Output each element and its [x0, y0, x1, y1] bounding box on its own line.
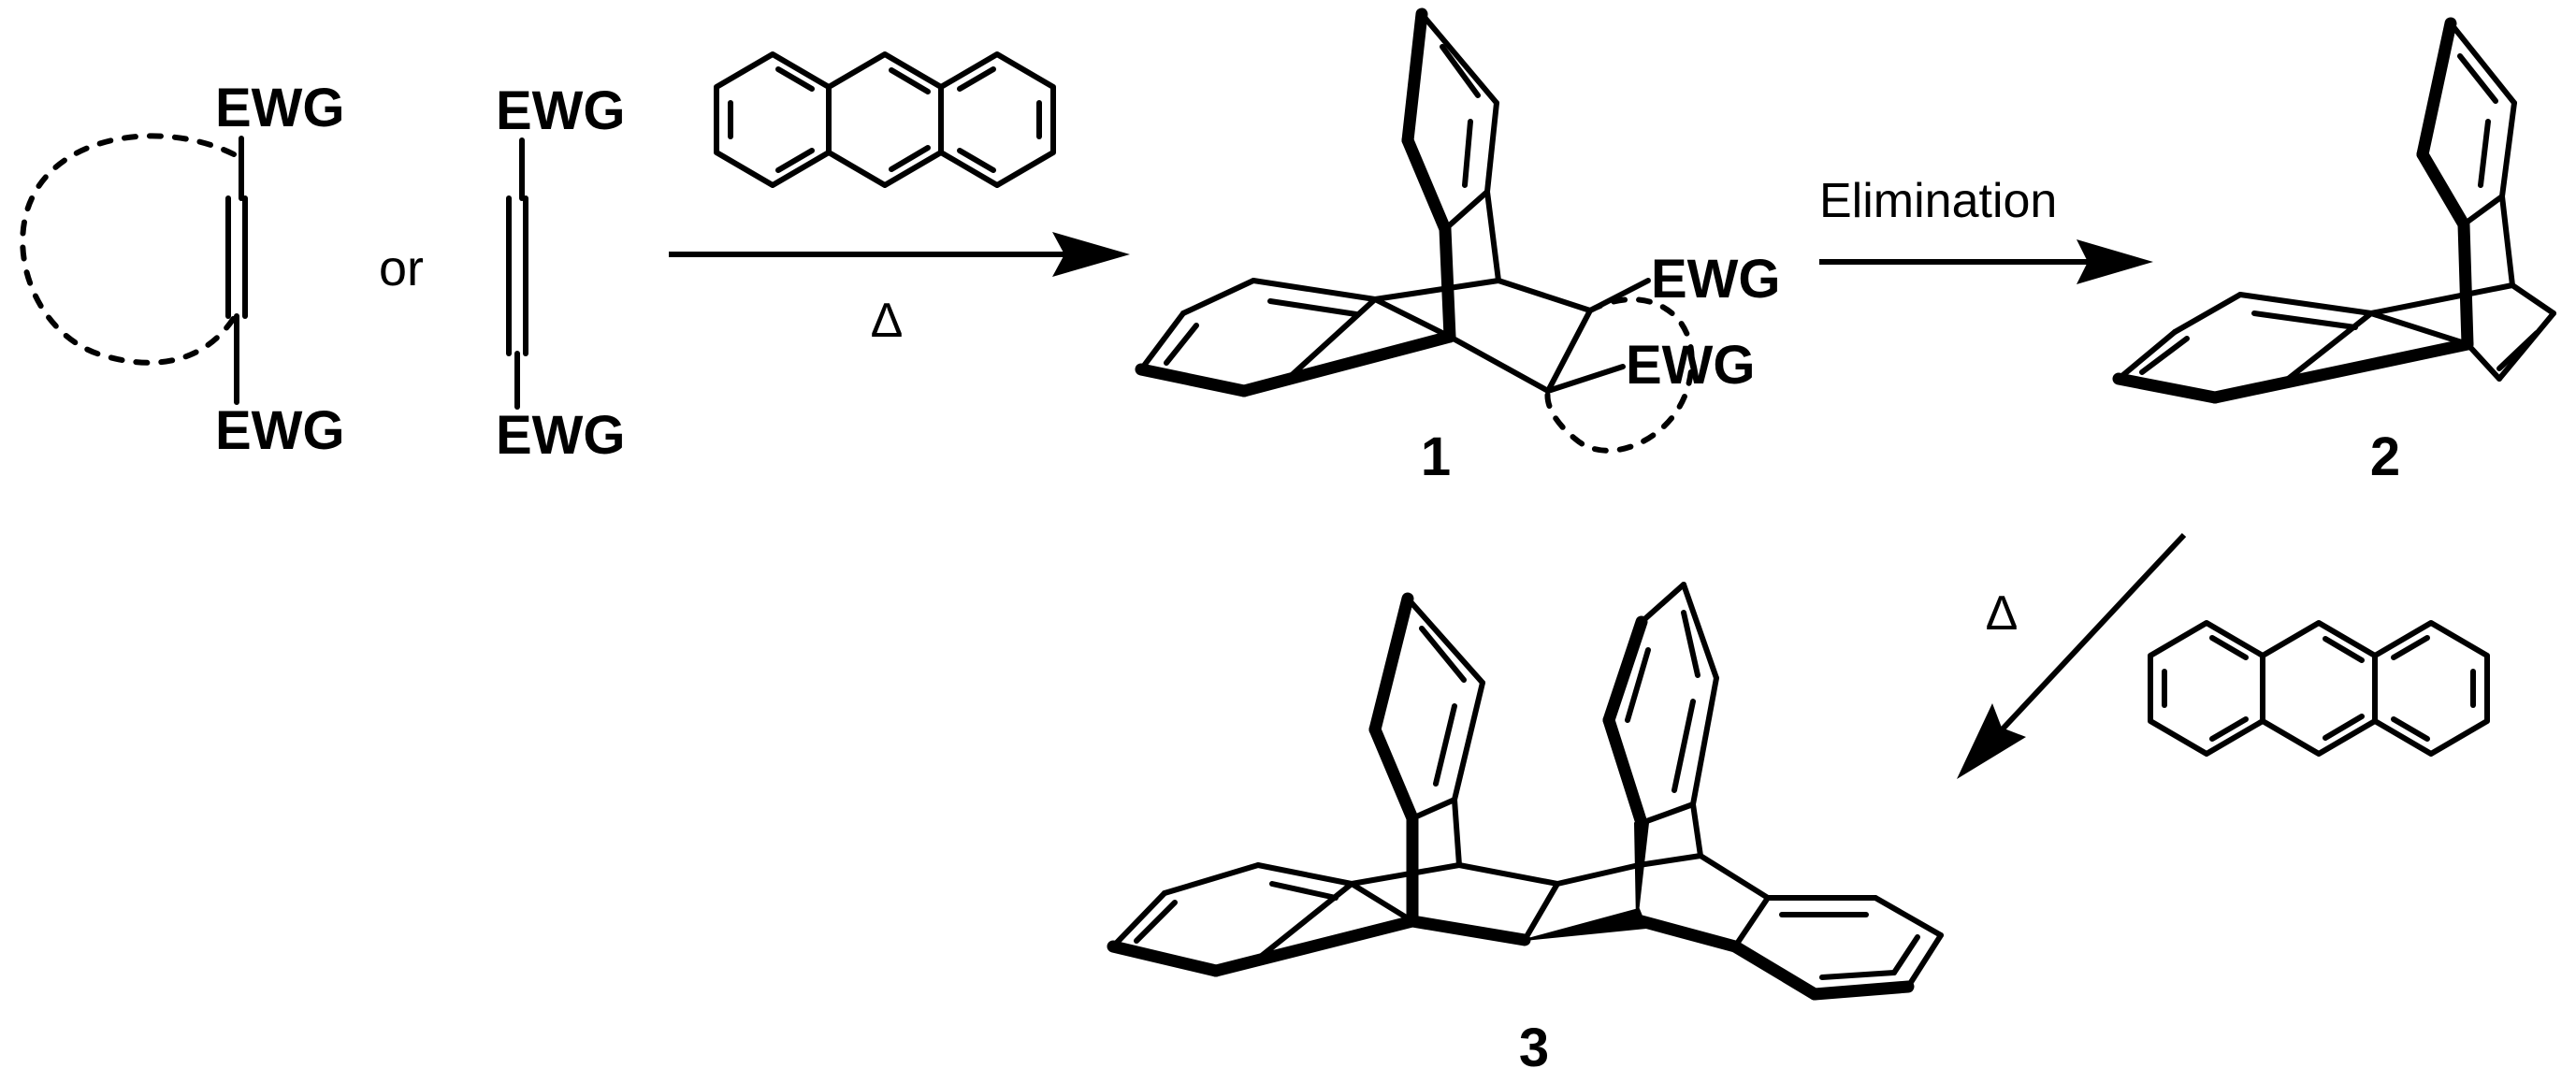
ewg-label: EWG	[1626, 335, 1756, 396]
compound-label-3: 3	[1519, 1018, 1549, 1078]
dashed-ring	[1544, 296, 1695, 454]
reaction-arrow-3	[1957, 532, 2187, 779]
ewg-label: EWG	[1651, 249, 1781, 310]
reaction-arrow-2	[1819, 239, 2153, 284]
elimination-condition: Elimination	[1819, 174, 2057, 228]
heat-condition: Δ	[871, 294, 904, 348]
cyclic-alkyne-reagent: EWG EWG	[20, 78, 345, 461]
ewg-label: EWG	[215, 78, 345, 138]
compound-2-structure	[2112, 17, 2556, 404]
or-connector: or	[379, 240, 424, 296]
compound-label-1: 1	[1421, 426, 1451, 487]
acyclic-alkyne-reagent: EWG EWG	[496, 80, 626, 466]
reaction-arrow-1	[669, 232, 1130, 277]
ewg-label: EWG	[215, 400, 345, 461]
compound-label-2: 2	[2370, 426, 2400, 487]
dashed-ring	[20, 133, 237, 366]
compound-3-structure	[1107, 582, 1944, 1001]
heat-condition: Δ	[1986, 586, 2019, 641]
anthracene-molecule	[714, 51, 1056, 188]
ewg-label: EWG	[496, 405, 626, 466]
anthracene-molecule	[2148, 620, 2490, 757]
ewg-label: EWG	[496, 80, 626, 141]
compound-1-structure: EWG EWG	[1135, 7, 1781, 454]
